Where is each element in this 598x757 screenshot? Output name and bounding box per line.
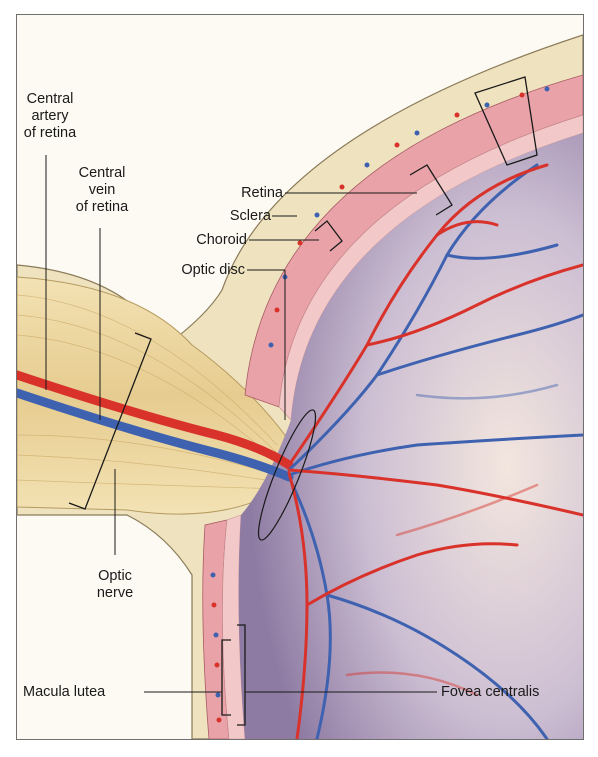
central-artery	[17, 370, 294, 470]
eye-cross-section-illustration	[17, 15, 583, 739]
label-central-vein-line3: of retina	[75, 199, 129, 215]
label-central-artery-line1: Central	[26, 91, 74, 107]
label-fovea-centralis: Fovea centralis	[441, 684, 540, 700]
label-central-vein-line2: vein	[88, 182, 116, 198]
label-optic-nerve: Optic nerve	[87, 568, 143, 602]
label-central-artery-line2: artery	[31, 108, 69, 124]
macula-inner-bracket	[237, 624, 246, 726]
label-macula-lutea: Macula lutea	[23, 684, 106, 700]
central-vein	[17, 388, 294, 482]
label-central-artery-line3: of retina	[23, 125, 77, 141]
optic-disc-outline	[257, 409, 317, 541]
label-optic-disc: Optic disc	[181, 262, 245, 278]
illustration-frame: Central artery of retina Central vein of…	[16, 14, 584, 740]
label-optic-nerve-line2: nerve	[96, 585, 134, 601]
label-central-vein-line1: Central	[78, 165, 126, 181]
label-central-artery: Central artery of retina	[19, 91, 81, 142]
label-optic-nerve-line1: Optic	[98, 568, 132, 584]
macula-bracket	[221, 639, 231, 716]
label-central-vein: Central vein of retina	[67, 165, 137, 216]
retina-bracket	[409, 164, 453, 216]
choroid-bracket	[314, 220, 343, 252]
label-sclera: Sclera	[229, 208, 271, 224]
optic-nerve-bracket	[68, 332, 152, 510]
label-choroid: Choroid	[196, 232, 247, 248]
label-retina: Retina	[241, 185, 283, 201]
sclera-top-bracket	[474, 76, 538, 166]
